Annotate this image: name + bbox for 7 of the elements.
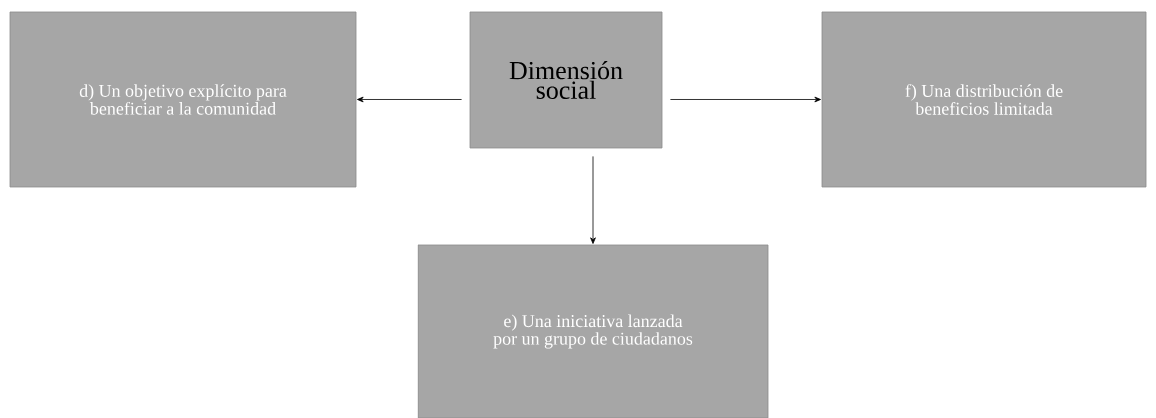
text-box: e) Una iniciativa lanzada por un grupo de ciudadanos [417, 244, 769, 418]
text-box: Dimensión social [469, 11, 663, 149]
arrow [670, 96, 821, 103]
arrow [357, 96, 462, 103]
arrow [590, 156, 596, 244]
text-box: d) Un objetivo explícito para beneficiar a la comunidad [9, 11, 357, 188]
text-box: f) Una distribución de beneficios limitada [821, 11, 1147, 188]
